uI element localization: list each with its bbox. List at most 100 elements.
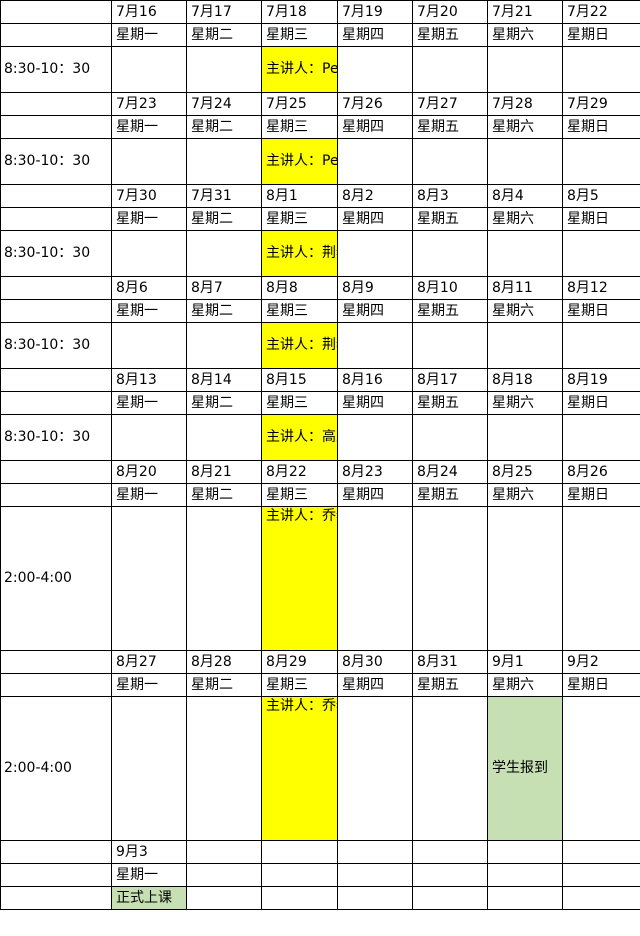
date-cell: 7月27: [412, 92, 488, 116]
empty-cell: [562, 230, 640, 277]
weekday-cell: 星期二: [186, 299, 262, 323]
row-label-cell: [0, 299, 112, 323]
date-cell: 8月9: [337, 276, 413, 300]
weekday-cell: 星期五: [412, 483, 488, 507]
weekday-cell: 星期二: [186, 115, 262, 139]
empty-cell: [487, 886, 563, 910]
empty-cell: [337, 322, 413, 369]
weekday-cell: 星期三: [261, 483, 338, 507]
date-cell: 8月13: [111, 368, 187, 392]
empty-cell: [337, 46, 413, 93]
date-cell: 8月12: [562, 276, 640, 300]
session-row: 8:30-10：30 主讲人：荆老师: [0, 230, 640, 277]
weekday-cell: 星期日: [562, 115, 640, 139]
date-cell: 8月25: [487, 460, 563, 484]
weekday-cell: 星期一: [111, 299, 187, 323]
date-cell: 8月22: [261, 460, 338, 484]
empty-cell: [186, 696, 262, 841]
weekday-cell: 星期一: [111, 673, 187, 697]
weekday-cell: 星期日: [562, 673, 640, 697]
date-cell: 8月20: [111, 460, 187, 484]
date-cell: 8月21: [186, 460, 262, 484]
empty-cell: [337, 138, 413, 185]
empty-cell: [186, 46, 262, 93]
session-time: 8:30-10：30: [0, 230, 112, 277]
empty-cell: [337, 414, 413, 461]
empty-cell: [186, 138, 262, 185]
row-label-cell: [0, 460, 112, 484]
lecture-cell: 主讲人：Peter: [261, 46, 338, 93]
empty-cell: [186, 230, 262, 277]
empty-cell: [487, 863, 563, 887]
date-cell: 7月29: [562, 92, 640, 116]
date-cell: 8月8: [261, 276, 338, 300]
weekday-cell: 星期一: [111, 391, 187, 415]
empty-cell: [337, 696, 413, 841]
empty-cell: [111, 506, 187, 651]
weekday-row: 星期一星期二星期三星期四星期五星期六星期日: [0, 483, 640, 507]
weekday-cell: 星期三: [261, 23, 338, 47]
empty-cell: [186, 840, 262, 864]
row-label-cell: [0, 23, 112, 47]
empty-cell: [111, 414, 187, 461]
date-cell: 7月31: [186, 184, 262, 208]
empty-cell: [487, 414, 563, 461]
weekday-row: 星期一星期二星期三星期四星期五星期六星期日: [0, 299, 640, 323]
date-cell: 7月18: [261, 0, 338, 24]
row-label-cell: [0, 886, 112, 910]
weekday-cell: 星期日: [562, 483, 640, 507]
weekday-cell: 星期二: [186, 483, 262, 507]
row-label-cell: [0, 92, 112, 116]
row-label-cell: [0, 483, 112, 507]
empty-cell: [487, 230, 563, 277]
row-label-cell: [0, 115, 112, 139]
date-cell: 8月26: [562, 460, 640, 484]
lecture-cell: 主讲人：Peter: [261, 138, 338, 185]
session-time: 8:30-10：30: [0, 138, 112, 185]
empty-cell: [562, 840, 640, 864]
empty-cell: [337, 506, 413, 651]
date-cell: 8月14: [186, 368, 262, 392]
empty-cell: [562, 863, 640, 887]
weekday-cell: 星期四: [337, 115, 413, 139]
date-cell: 7月20: [412, 0, 488, 24]
row-label-cell: [0, 368, 112, 392]
weekday-cell: 星期五: [412, 391, 488, 415]
date-cell: 8月23: [337, 460, 413, 484]
date-cell: 8月29: [261, 650, 338, 674]
weekday-cell: 星期一: [111, 483, 187, 507]
empty-cell: [111, 46, 187, 93]
date-cell: 9月3: [111, 840, 187, 864]
date-cell: 7月25: [261, 92, 338, 116]
empty-cell: [562, 886, 640, 910]
empty-cell: [337, 230, 413, 277]
empty-cell: [412, 863, 488, 887]
date-cell: 7月24: [186, 92, 262, 116]
empty-cell: [111, 138, 187, 185]
empty-cell: [487, 138, 563, 185]
date-cell: 8月5: [562, 184, 640, 208]
weekday-cell: 星期二: [186, 23, 262, 47]
weekday-cell: 星期四: [337, 207, 413, 231]
weekday-cell: 星期二: [186, 207, 262, 231]
empty-cell: [186, 886, 262, 910]
weekday-cell: 星期六: [487, 483, 563, 507]
date-cell: 8月19: [562, 368, 640, 392]
weekday-cell: 星期三: [261, 299, 338, 323]
empty-cell: [337, 840, 413, 864]
weekday-cell: 星期五: [412, 299, 488, 323]
empty-cell: [261, 886, 338, 910]
date-cell: 8月2: [337, 184, 413, 208]
weekday-cell: 星期四: [337, 391, 413, 415]
date-cell: 8月30: [337, 650, 413, 674]
session-time: 8:30-10：30: [0, 46, 112, 93]
lecture-cell: 主讲人：荆老师: [261, 230, 338, 277]
date-cell: 8月3: [412, 184, 488, 208]
empty-cell: [412, 414, 488, 461]
date-cell: 7月19: [337, 0, 413, 24]
empty-cell: [562, 138, 640, 185]
